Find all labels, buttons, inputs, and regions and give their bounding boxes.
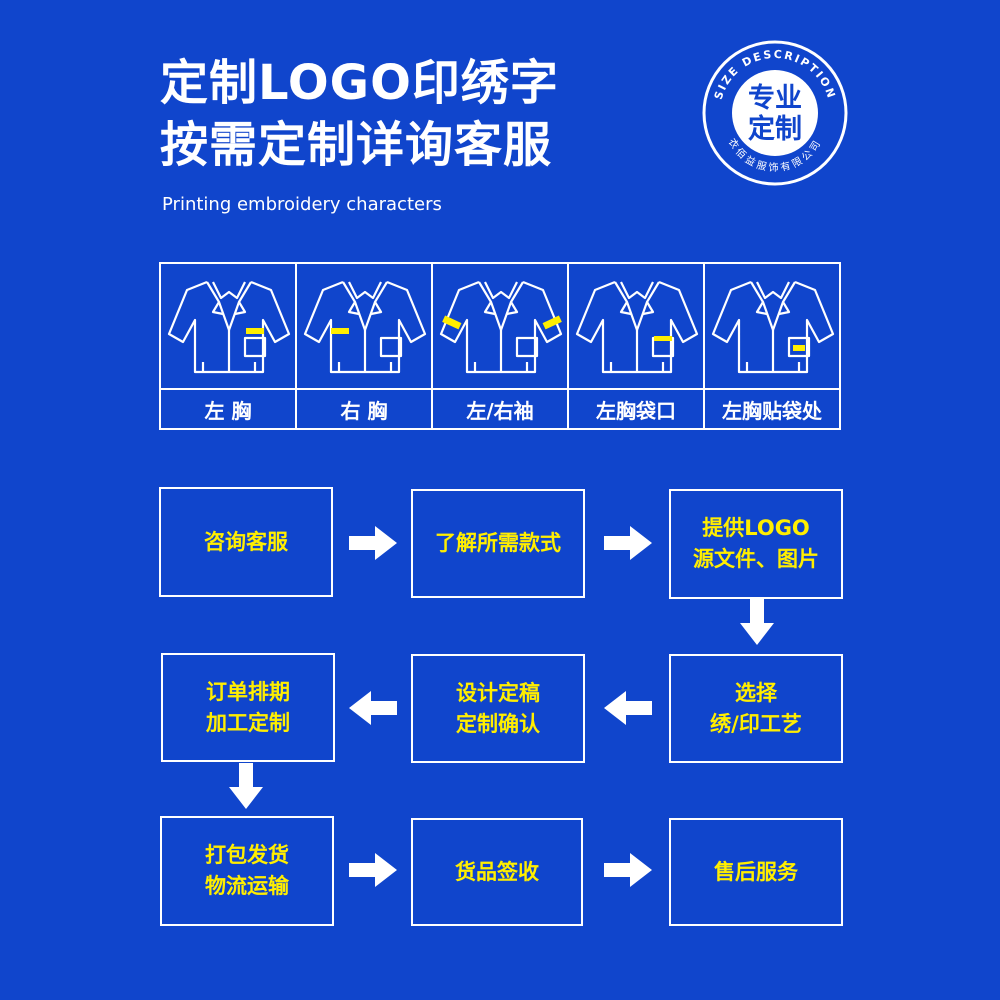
arrow-down-icon — [740, 599, 774, 649]
arrow-right-icon — [349, 526, 397, 564]
shirt-icon — [711, 280, 835, 374]
shirt-icon — [575, 280, 699, 374]
seal-badge: SIZE DESCRIPTION 衣佰益服饰有限公司 专业 定制 — [702, 40, 848, 186]
position-label: 左/右袖 — [466, 398, 534, 423]
position-image — [569, 264, 703, 390]
process-step-3: 提供LOGO 源文件、图片 — [669, 489, 843, 599]
print-position-grid: 左 胸 右 胸 左/右袖 — [159, 262, 841, 430]
position-label: 左胸袋口 — [596, 398, 676, 423]
process-step-4: 选择 绣/印工艺 — [669, 654, 843, 763]
arrow-right-icon — [604, 526, 652, 564]
process-step-8: 货品签收 — [411, 818, 583, 926]
process-step-2: 了解所需款式 — [411, 489, 585, 598]
process-step-6: 订单排期 加工定制 — [161, 653, 335, 762]
position-image — [161, 264, 295, 390]
position-cell-left-chest: 左 胸 — [161, 264, 297, 428]
title-line-2: 按需定制详询客服 — [160, 117, 553, 173]
position-cell-right-chest: 右 胸 — [297, 264, 433, 428]
arrow-left-icon — [349, 691, 397, 729]
page-subtitle: Printing embroidery characters — [162, 194, 442, 215]
position-cell-pocket-patch: 左胸贴袋处 — [705, 264, 839, 428]
shirt-icon — [303, 280, 427, 374]
arrow-down-icon — [229, 763, 263, 813]
process-step-5: 设计定稿 定制确认 — [411, 654, 585, 763]
seal-center-text: 专业 定制 — [702, 83, 848, 145]
process-step-1: 咨询客服 — [159, 487, 333, 597]
seal-line-1: 专业 — [748, 83, 802, 114]
arrow-left-icon — [604, 691, 652, 729]
page-title: 定制LOGO印绣字 按需定制详询客服 — [160, 52, 559, 176]
position-image — [297, 264, 431, 390]
seal-line-2: 定制 — [748, 114, 802, 145]
process-step-9: 售后服务 — [669, 818, 843, 926]
shirt-icon — [167, 280, 291, 374]
position-label: 右 胸 — [340, 398, 388, 423]
title-line-1: 定制LOGO印绣字 — [160, 55, 559, 111]
position-image — [705, 264, 839, 390]
arrow-right-icon — [604, 853, 652, 891]
position-label: 左胸贴袋处 — [722, 398, 822, 423]
position-cell-sleeves: 左/右袖 — [433, 264, 569, 428]
process-step-7: 打包发货 物流运输 — [160, 816, 334, 926]
shirt-icon — [439, 280, 563, 374]
position-image — [433, 264, 567, 390]
arrow-right-icon — [349, 853, 397, 891]
position-cell-pocket-top: 左胸袋口 — [569, 264, 705, 428]
position-label: 左 胸 — [204, 398, 252, 423]
